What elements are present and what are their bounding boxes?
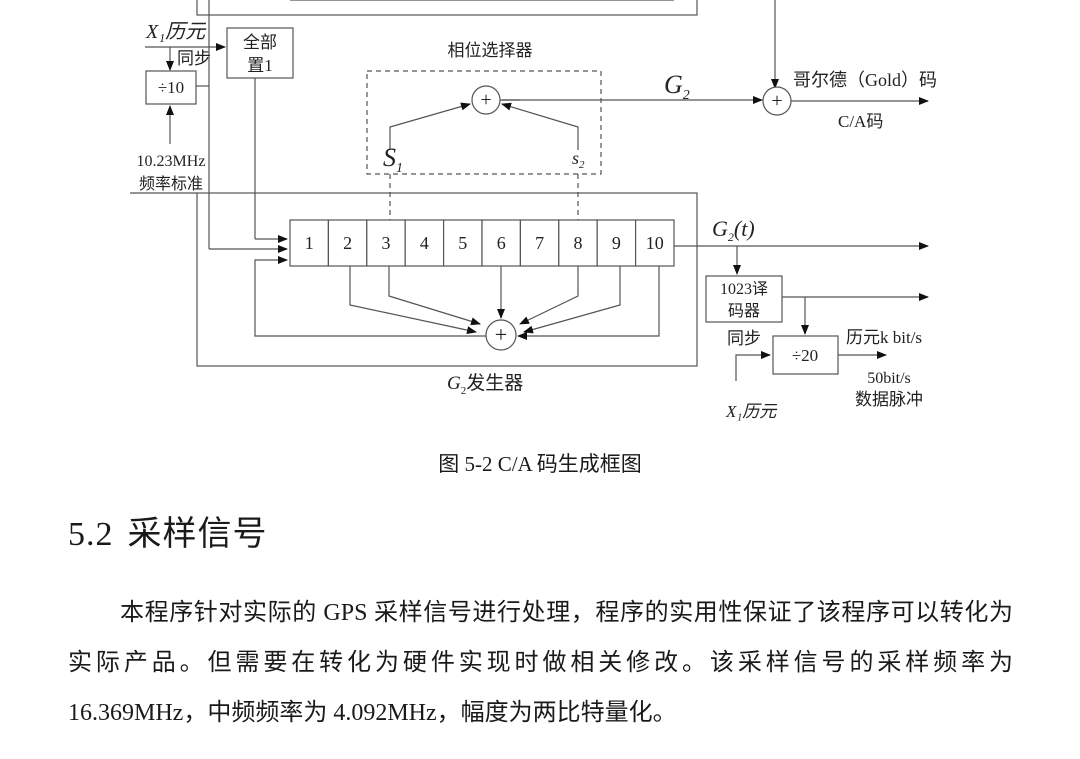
gold-code-output: G2 + 哥尔德（Gold）码 C/A码 [500,70,937,131]
svg-text:同步: 同步 [177,49,211,68]
register-cell-label: 1 [305,233,314,253]
svg-text:C/A码: C/A码 [838,112,883,131]
register-cell-label: 2 [343,233,352,253]
register-cell [634,219,675,267]
svg-text:数据脉冲: 数据脉冲 [855,390,923,409]
section-number: 5.2 [68,516,114,553]
register-cell [558,219,598,267]
register-cell [481,219,522,267]
svg-text:+: + [480,89,491,111]
register-cell-label: 6 [497,233,506,253]
g2-generator-frame [196,192,698,367]
svg-text:全部: 全部 [243,33,277,52]
svg-text:G2(t): G2(t) [712,216,755,244]
svg-text:+: + [771,90,782,112]
svg-text:+: + [495,322,507,347]
svg-text:S1: S1 [383,143,403,176]
g2-shift-register: 1 2 3 4 5 6 7 8 9 10 [289,219,675,267]
register-cell [443,219,483,267]
svg-text:置1: 置1 [247,56,273,75]
register-cell-label: 9 [612,233,621,253]
g2t-output: G2(t) [674,216,929,275]
g2-feedback: + [254,256,660,351]
section-title: 采样信号 [127,514,268,554]
set-all-ones-block: 全部 置1 [226,27,294,79]
svg-text:10.23MHz: 10.23MHz [137,153,206,170]
svg-text:÷10: ÷10 [158,78,184,97]
register-cell-label: 4 [420,233,429,253]
section-heading: 5.2 采样信号 [68,506,268,555]
svg-text:历元k bit/s: 历元k bit/s [846,328,922,347]
g1-generator-partial [196,0,779,89]
body-paragraph: 本程序针对实际的 GPS 采样信号进行处理，程序的实用性保证了该程序可以转化为实… [68,600,1013,726]
divide-by-20-block: ÷20 历元k bit/s 50bit/s 数据脉冲 X₁历元 [725,328,923,421]
register-cell-label: 8 [574,233,583,253]
register-cell-label: 7 [535,233,544,253]
register-cell [596,219,637,267]
g2-generator-label: G2发生器 [447,372,523,397]
register-cell-label: 5 [458,233,467,253]
svg-text:50bit/s: 50bit/s [867,370,911,387]
svg-text:s2: s2 [572,148,585,171]
register-cell-label: 10 [646,233,664,253]
svg-text:X₁历元: X₁历元 [145,21,207,43]
svg-text:X₁历元: X₁历元 [725,402,778,421]
divide-by-10-block: ÷10 10.23MHz 频率标准 [137,70,209,193]
feedback-xor [485,319,517,351]
decoder-1023: 1023译 码器 同步 [705,275,929,348]
figure-caption: 图 5-2 C/A 码生成框图 [438,452,642,476]
svg-text:哥尔德（Gold）码: 哥尔德（Gold）码 [793,70,937,90]
x1-epoch-input: X₁历元 同步 [145,21,226,71]
ca-code-block-diagram: X₁历元 同步 ÷10 10.23MHz 频率标准 全部 置1 相位选择器 + … [130,0,937,421]
register-cell [519,219,560,267]
svg-text:码器: 码器 [728,302,760,320]
svg-text:相位选择器: 相位选择器 [448,41,533,60]
svg-text:G2: G2 [664,70,690,103]
register-cell [366,219,406,267]
register-cell-label: 3 [382,233,391,253]
svg-text:1023译: 1023译 [720,280,768,298]
svg-text:同步: 同步 [727,329,761,348]
register-cell [289,219,330,267]
svg-text:÷20: ÷20 [792,346,818,365]
svg-text:频率标准: 频率标准 [139,175,203,193]
